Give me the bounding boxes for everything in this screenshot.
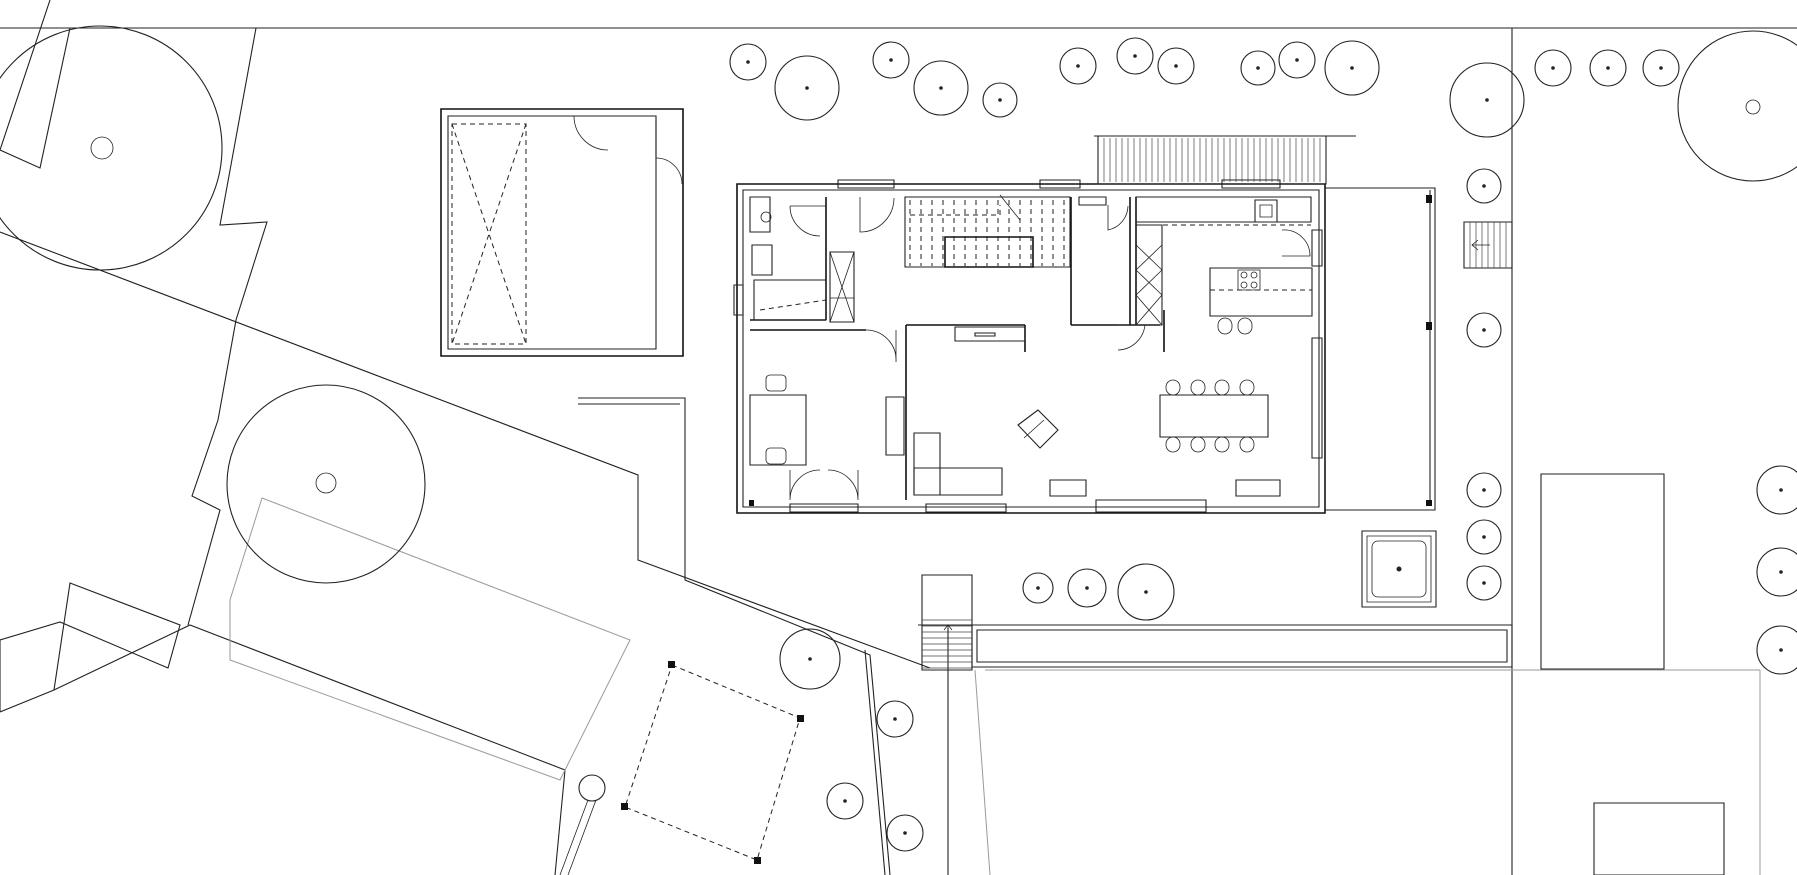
shrub-icon	[1757, 548, 1797, 596]
shrub-icon	[775, 56, 839, 120]
path-stair	[922, 620, 972, 668]
chair-icon	[1191, 380, 1205, 395]
roof-slats	[1104, 138, 1320, 182]
shrub-icon	[1535, 50, 1571, 86]
shrub-icon	[873, 42, 909, 78]
shrub-icon	[1060, 48, 1096, 84]
shrub-icon	[1241, 51, 1275, 85]
shrub-icon	[1068, 569, 1106, 607]
shrub-icon	[1117, 38, 1153, 74]
shrub-icon	[877, 701, 913, 737]
shrub-icon	[1325, 41, 1379, 95]
shrub-icon	[1467, 566, 1501, 600]
shrub-icon	[1590, 50, 1626, 86]
shrub-icon	[1757, 466, 1797, 514]
shrub-icon	[983, 83, 1017, 117]
shrub-icon	[730, 44, 766, 80]
small-trees	[730, 38, 1797, 851]
house	[734, 136, 1435, 513]
shrub-icon	[1023, 573, 1053, 603]
shrub-icon	[887, 815, 923, 851]
stair-treads	[910, 200, 1064, 266]
shrub-icon	[1279, 42, 1315, 78]
shrub-icon	[1757, 626, 1797, 674]
shrub-icon	[780, 629, 840, 689]
shrub-icon	[1467, 520, 1501, 554]
chair-icon	[1166, 380, 1180, 395]
chair-icon	[1166, 437, 1180, 452]
chair-icon	[1215, 437, 1229, 452]
chair-icon	[1240, 437, 1254, 452]
shrub-icon	[1450, 63, 1524, 137]
shrub-icon	[1467, 313, 1501, 347]
site-elements	[560, 222, 1724, 875]
garage	[441, 109, 683, 356]
shrub-icon	[914, 61, 968, 115]
shrub-icon	[1643, 50, 1679, 86]
chair-icon	[1215, 380, 1229, 395]
shrub-icon	[827, 783, 863, 819]
large-trees	[0, 26, 1797, 583]
dining-chairs	[1166, 380, 1254, 452]
chair-icon	[1240, 380, 1254, 395]
shrub-icon	[1158, 48, 1194, 84]
chair-icon	[1191, 437, 1205, 452]
shrub-icon	[1467, 169, 1501, 203]
shrub-icon	[1118, 564, 1174, 620]
shrub-icon	[1467, 473, 1501, 507]
